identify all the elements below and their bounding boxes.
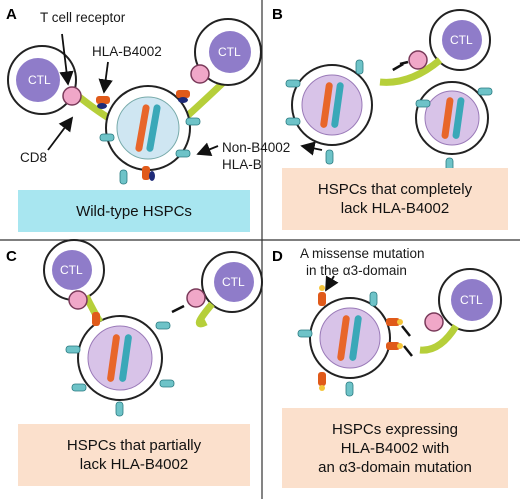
hla-b4002-arrow xyxy=(98,61,113,94)
ctl-label: CTL xyxy=(460,293,483,307)
ctl-cell xyxy=(194,18,262,86)
inhibition-mark xyxy=(392,60,409,72)
non-b4002-label-line2: HLA-B xyxy=(222,157,262,172)
mutation-dot xyxy=(319,285,403,391)
hspc-cell xyxy=(77,315,163,401)
panel-c-letter: C xyxy=(6,248,17,265)
caption-a-text: Wild-type HSPCs xyxy=(76,202,192,220)
t-cell-receptor xyxy=(186,288,206,308)
ctl-label: CTL xyxy=(218,45,241,59)
panel-b-letter: B xyxy=(272,6,283,23)
caption-d-line1: HSPCs expressing xyxy=(332,420,458,438)
cd8-label: CD8 xyxy=(20,150,48,165)
caption-d: HSPCs expressing HLA-B4002 with an α3-do… xyxy=(282,408,508,488)
t-cell-receptor xyxy=(62,86,82,106)
cd8-connector xyxy=(195,301,215,328)
missense-label-line1: A missense mutation xyxy=(300,246,425,261)
hspc-cell xyxy=(291,64,373,146)
ctl-cell xyxy=(43,239,105,301)
hspc-cell xyxy=(415,81,489,155)
non-b4002-hla-b xyxy=(65,321,175,417)
non-b4002-hla-b xyxy=(99,117,201,185)
ctl-cell xyxy=(201,251,263,313)
t-cell-receptor xyxy=(408,50,428,70)
non-b4002-arrow xyxy=(196,142,219,157)
caption-b: HSPCs that completely lack HLA-B4002 xyxy=(282,168,508,230)
ctl-cell xyxy=(438,268,502,332)
caption-b-line2: lack HLA-B4002 xyxy=(340,200,450,217)
ctl-label: CTL xyxy=(60,263,83,277)
caption-a: Wild-type HSPCs xyxy=(18,190,250,232)
ctl-label: CTL xyxy=(450,33,473,47)
hla-b4002-molecule xyxy=(96,90,190,180)
caption-d-line3: an α3-domain mutation xyxy=(318,458,472,476)
inhibition-mark xyxy=(171,304,185,314)
hla-b4002-molecule xyxy=(92,312,100,326)
caption-c: HSPCs that partially lack HLA-B4002 xyxy=(18,424,250,486)
non-b4002-arrow-b xyxy=(300,141,323,156)
ctl-label: CTL xyxy=(222,275,245,289)
non-b4002-label-line1: Non-B4002 xyxy=(222,140,291,155)
t-cell-receptor xyxy=(68,290,88,310)
t-cell-receptor xyxy=(190,64,210,84)
t-cell-receptor xyxy=(424,312,444,332)
caption-c-line1: HSPCs that partially xyxy=(66,437,202,454)
non-b4002-hla-b xyxy=(297,291,378,397)
ctl-label: CTL xyxy=(28,73,51,87)
ctl-cell xyxy=(429,9,491,71)
caption-d-line2: HLA-B4002 with xyxy=(340,439,450,457)
panel-a-letter: A xyxy=(6,6,17,23)
cd8-connector xyxy=(379,57,443,86)
caption-b-line1: HSPCs that completely xyxy=(317,181,473,198)
receptor-navy xyxy=(97,97,188,181)
missense-arrow xyxy=(325,275,339,292)
hspc-wildtype xyxy=(105,85,191,171)
hla-b4002-label: HLA-B4002 xyxy=(92,44,162,59)
missense-label-line2: in the α3-domain xyxy=(306,263,407,278)
hspc-cell xyxy=(309,297,391,379)
tcr-arrow xyxy=(59,33,74,86)
cd8-arrow xyxy=(47,116,74,151)
ctl-cell xyxy=(7,45,77,115)
tcr-label: T cell receptor xyxy=(40,10,126,25)
cd8-connector xyxy=(419,324,459,354)
inhibition-mark xyxy=(401,325,413,357)
panel-d-letter: D xyxy=(272,248,283,265)
hla-b4002-mutant xyxy=(318,292,400,386)
caption-c-line2: lack HLA-B4002 xyxy=(79,456,189,473)
